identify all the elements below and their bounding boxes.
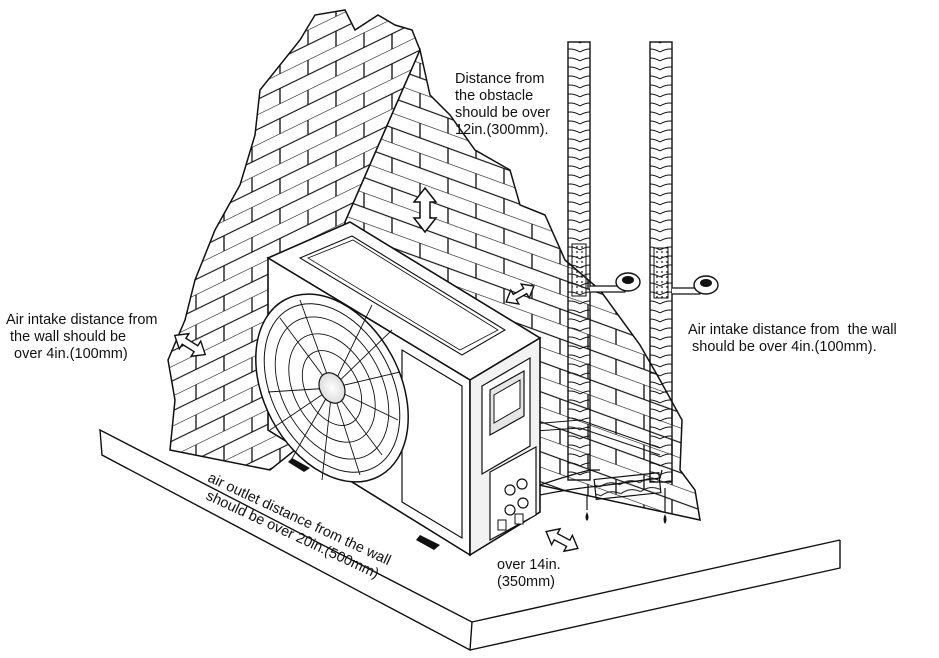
double-arrow-icon (173, 332, 207, 358)
label-line: Air intake distance from (6, 312, 158, 328)
label-line: 12in.(300mm). (455, 122, 549, 138)
label-line: Air intake distance from the wall (688, 322, 897, 338)
pipe-left (567, 41, 641, 521)
right-wall-intake-label: Air intake distance from the wall should… (688, 322, 897, 356)
label-line: Distance from (455, 71, 545, 87)
label-line: (350mm) (497, 574, 556, 590)
pipe-right (649, 41, 719, 524)
obstacle-distance-label: Distance from the obstacle should be ove… (455, 71, 550, 139)
front-distance-label: over 14in. (350mm) (497, 557, 561, 591)
fan-grille-icon (255, 293, 409, 483)
double-arrow-icon (545, 527, 579, 553)
double-arrow-icon (412, 186, 438, 234)
label-line: over 14in. (497, 557, 561, 573)
label-line: the obstacle (455, 88, 534, 104)
ground-slab (99, 428, 841, 652)
label-line: over 4in.(100mm) (6, 346, 128, 362)
outdoor-unit (255, 221, 542, 557)
double-arrow-icon (505, 283, 535, 305)
label-line: should be over 4in.(100mm). (688, 339, 877, 355)
left-wall-intake-label: Air intake distance from the wall should… (6, 312, 158, 363)
label-line: should be over (455, 105, 551, 121)
label-line: the wall should be (6, 329, 127, 345)
